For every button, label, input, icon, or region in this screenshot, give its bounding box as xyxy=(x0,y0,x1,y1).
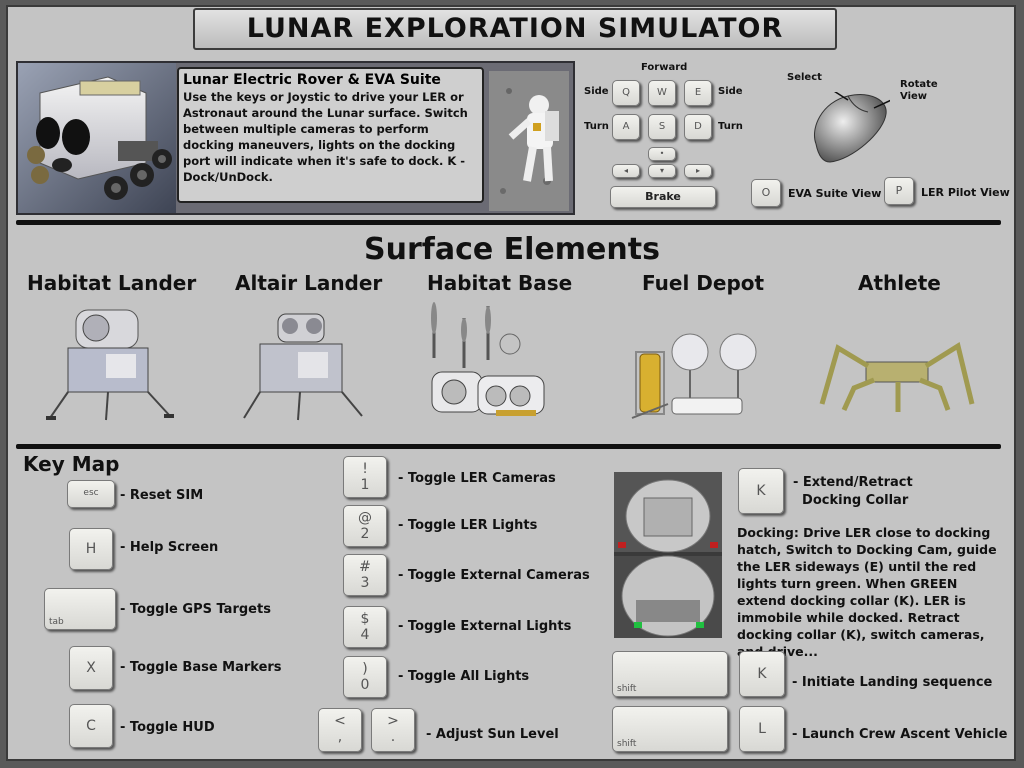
eva-view-label: EVA Suite View xyxy=(788,187,882,200)
collar-label: - Extend/Retract Docking Collar xyxy=(793,475,913,508)
reset-sim-label: - Reset SIM xyxy=(120,488,204,503)
ler-view-label: LER Pilot View xyxy=(921,186,1010,199)
key-shift-ascent-label: shift xyxy=(617,739,637,749)
surface-elements-title: Surface Elements xyxy=(364,232,660,267)
key-0-bottom: 0 xyxy=(360,677,370,693)
key-4-top: $ xyxy=(360,611,370,627)
key-4[interactable]: $4 xyxy=(343,606,387,648)
toggle-ler-lights-label: - Toggle LER Lights xyxy=(398,518,538,533)
toggle-external-cameras-label: - Toggle External Cameras xyxy=(398,568,590,583)
toggle-hud-label: - Toggle HUD xyxy=(120,720,215,735)
key-tab-label: tab xyxy=(49,617,64,627)
turn-right-label: Turn xyxy=(718,121,743,132)
fuel-depot-title: Fuel Depot xyxy=(642,271,765,295)
key-period-top: > xyxy=(387,713,399,729)
key-s[interactable]: S xyxy=(648,114,676,140)
athlete-title: Athlete xyxy=(858,271,941,295)
side-right-label: Side xyxy=(718,86,743,97)
key-h[interactable]: H xyxy=(69,528,113,570)
brake-key[interactable]: Brake xyxy=(610,186,716,208)
key-x[interactable]: X xyxy=(69,646,113,690)
toggle-external-lights-label: - Toggle External Lights xyxy=(398,619,572,634)
mouse-select-label: Select xyxy=(787,72,822,83)
ascent-label: - Launch Crew Ascent Vehicle xyxy=(792,727,1008,742)
key-q[interactable]: Q xyxy=(612,80,640,106)
arrow-up-key[interactable]: • xyxy=(648,147,676,161)
athlete-image xyxy=(819,342,975,412)
intro-body: Use the keys or Joystic to drive your LE… xyxy=(183,90,468,184)
fuel-depot-image xyxy=(631,333,757,419)
keymap-title: Key Map xyxy=(23,452,120,476)
docking-instructions: Docking: Drive LER close to docking hatc… xyxy=(737,525,997,659)
adjust-sun-label: - Adjust Sun Level xyxy=(426,727,559,742)
key-4-bottom: 4 xyxy=(360,627,370,643)
toggle-gps-label: - Toggle GPS Targets xyxy=(120,602,271,617)
key-esc[interactable]: esc xyxy=(67,480,115,508)
key-3-top: # xyxy=(359,559,371,575)
turn-left-label: Turn xyxy=(584,121,609,132)
key-comma[interactable]: <, xyxy=(318,708,362,752)
toggle-base-markers-label: - Toggle Base Markers xyxy=(120,660,282,675)
key-c[interactable]: C xyxy=(69,704,113,748)
arrow-right-key[interactable]: ▸ xyxy=(684,164,712,178)
key-2-top: @ xyxy=(358,510,372,526)
key-2[interactable]: @2 xyxy=(343,505,387,547)
toggle-ler-cameras-label: - Toggle LER Cameras xyxy=(398,471,556,486)
key-3-bottom: 3 xyxy=(360,575,370,591)
side-left-label: Side xyxy=(584,86,609,97)
key-o[interactable]: O xyxy=(751,179,781,207)
key-2-bottom: 2 xyxy=(360,526,370,542)
key-k-landing[interactable]: K xyxy=(739,651,785,697)
habitat-base-title: Habitat Base xyxy=(427,271,573,295)
altair-lander-image xyxy=(243,313,363,421)
intro-heading: Lunar Electric Rover & EVA Suite xyxy=(183,72,441,88)
key-w[interactable]: W xyxy=(648,80,676,106)
key-k-collar[interactable]: K xyxy=(738,468,784,514)
habitat-base-image xyxy=(431,302,545,416)
key-e[interactable]: E xyxy=(684,80,712,106)
key-p[interactable]: P xyxy=(884,177,914,205)
key-shift-landing[interactable]: shift xyxy=(612,651,728,697)
altair-lander-title: Altair Lander xyxy=(235,271,383,295)
arrow-left-key[interactable]: ◂ xyxy=(612,164,640,178)
key-0[interactable]: )0 xyxy=(343,656,387,698)
key-0-top: ) xyxy=(362,661,368,677)
key-1[interactable]: !1 xyxy=(343,456,387,498)
key-tab[interactable]: tab xyxy=(44,588,116,630)
docking-camera-image xyxy=(614,472,722,638)
divider-bottom xyxy=(16,444,1001,449)
divider-top xyxy=(16,220,1001,225)
rover-image xyxy=(18,63,176,213)
key-d[interactable]: D xyxy=(684,114,712,140)
key-l-ascent[interactable]: L xyxy=(739,706,785,752)
key-comma-top: < xyxy=(334,713,346,729)
astronaut-image xyxy=(489,71,569,211)
help-screen-label: - Help Screen xyxy=(120,540,219,555)
mouse-rotate-label: Rotate View xyxy=(900,79,938,102)
page-title: LUNAR EXPLORATION SIMULATOR xyxy=(246,13,784,44)
landing-label: - Initiate Landing sequence xyxy=(792,675,993,690)
key-a[interactable]: A xyxy=(612,114,640,140)
toggle-all-lights-label: - Toggle All Lights xyxy=(398,669,530,684)
key-1-top: ! xyxy=(362,461,368,477)
title-bar: LUNAR EXPLORATION SIMULATOR xyxy=(193,8,837,50)
arrow-down-key[interactable]: ▾ xyxy=(648,164,676,178)
forward-label: Forward xyxy=(641,62,688,73)
key-period[interactable]: >. xyxy=(371,708,415,752)
habitat-lander-image xyxy=(46,309,174,421)
mouse-icon xyxy=(814,92,890,163)
key-shift-ascent[interactable]: shift xyxy=(612,706,728,752)
key-comma-bottom: , xyxy=(337,729,343,745)
key-shift-landing-label: shift xyxy=(617,684,637,694)
habitat-lander-title: Habitat Lander xyxy=(27,271,197,295)
key-1-bottom: 1 xyxy=(360,477,370,493)
intro-description: Lunar Electric Rover & EVA Suite Use the… xyxy=(177,67,484,203)
key-period-bottom: . xyxy=(390,729,396,745)
key-3[interactable]: #3 xyxy=(343,554,387,596)
